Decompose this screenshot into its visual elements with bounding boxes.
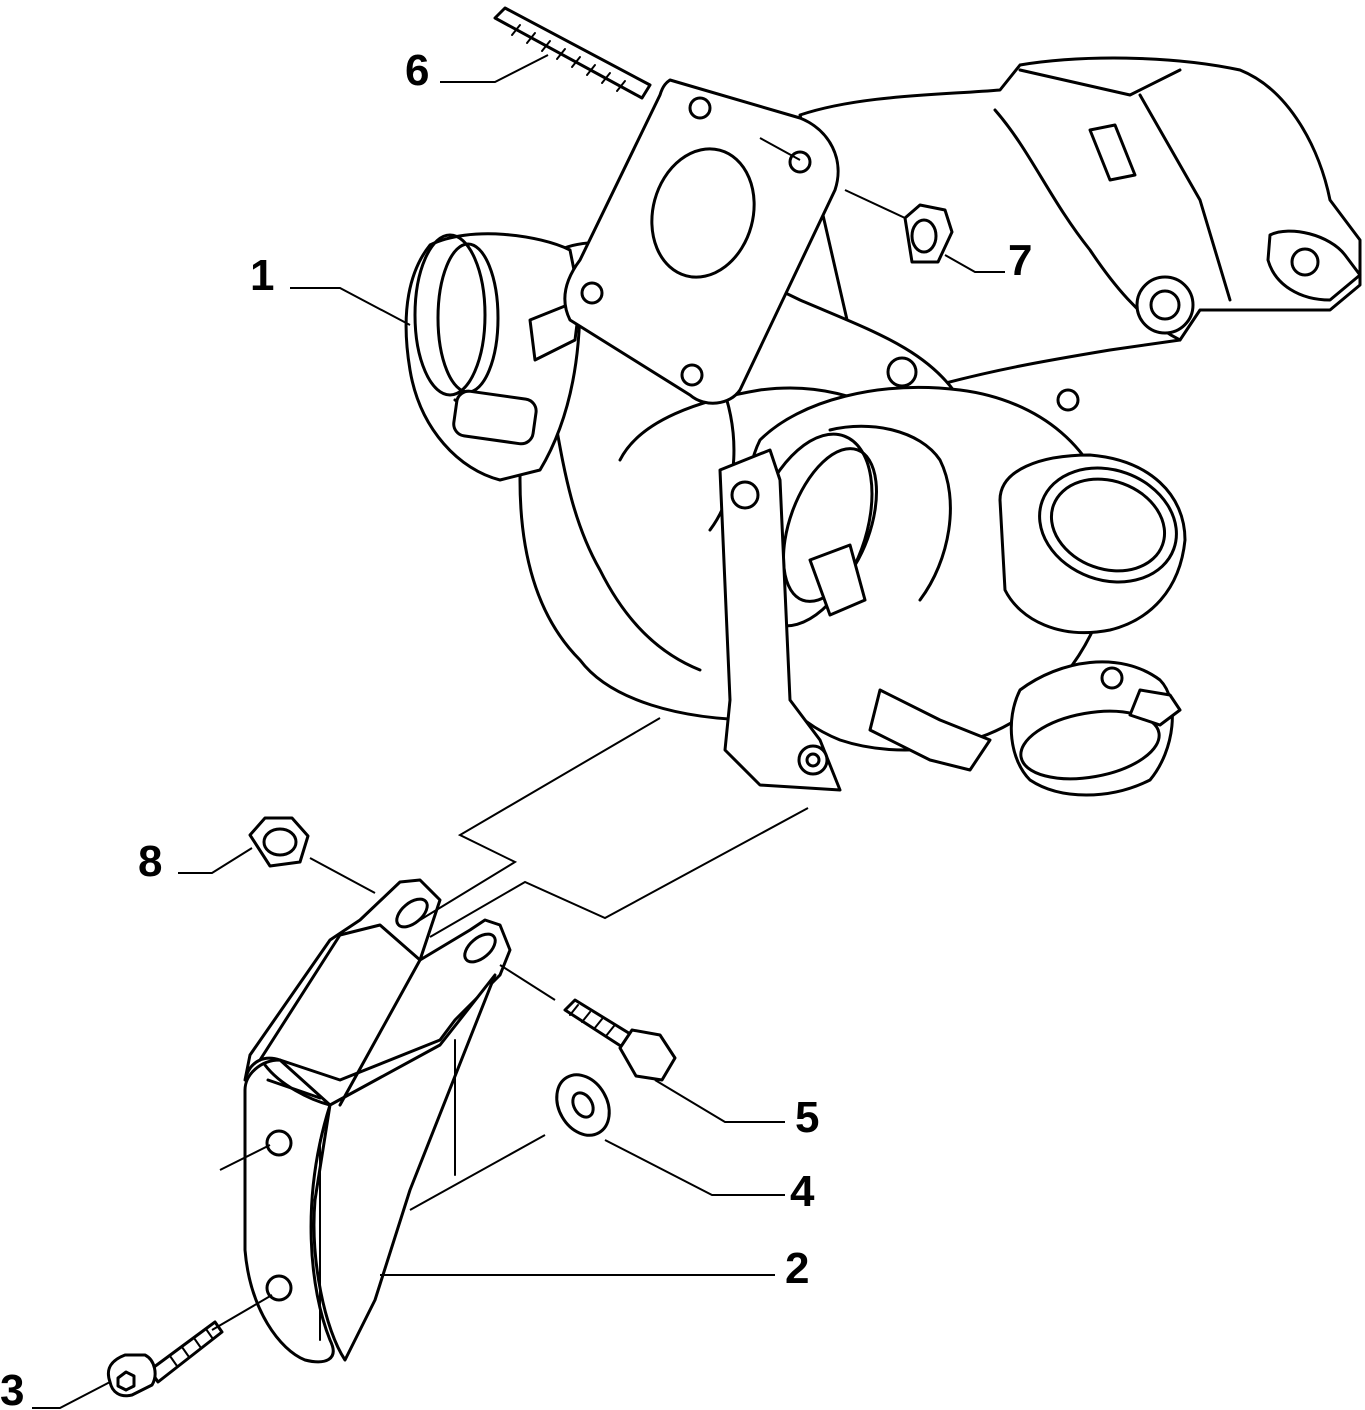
callout-3: 3 bbox=[0, 1366, 24, 1410]
callout-6: 6 bbox=[405, 46, 429, 95]
washer-part-4 bbox=[555, 1073, 611, 1137]
callout-5: 5 bbox=[795, 1093, 819, 1142]
callout-4: 4 bbox=[790, 1167, 815, 1216]
callout-1: 1 bbox=[250, 251, 274, 300]
callout-leaders bbox=[32, 54, 1005, 1409]
nut-part-7 bbox=[903, 203, 954, 264]
assembly-lines bbox=[211, 137, 906, 1331]
turbocharger bbox=[404, 56, 1362, 797]
callout-8: 8 bbox=[138, 837, 162, 886]
callout-7: 7 bbox=[1008, 236, 1032, 285]
bolt-part-5 bbox=[563, 998, 677, 1082]
screw-part-3 bbox=[106, 1320, 224, 1398]
bracket-part-2 bbox=[243, 878, 512, 1364]
callout-2: 2 bbox=[785, 1244, 809, 1293]
stud-part-6 bbox=[493, 6, 652, 100]
nut-part-8 bbox=[248, 816, 310, 868]
